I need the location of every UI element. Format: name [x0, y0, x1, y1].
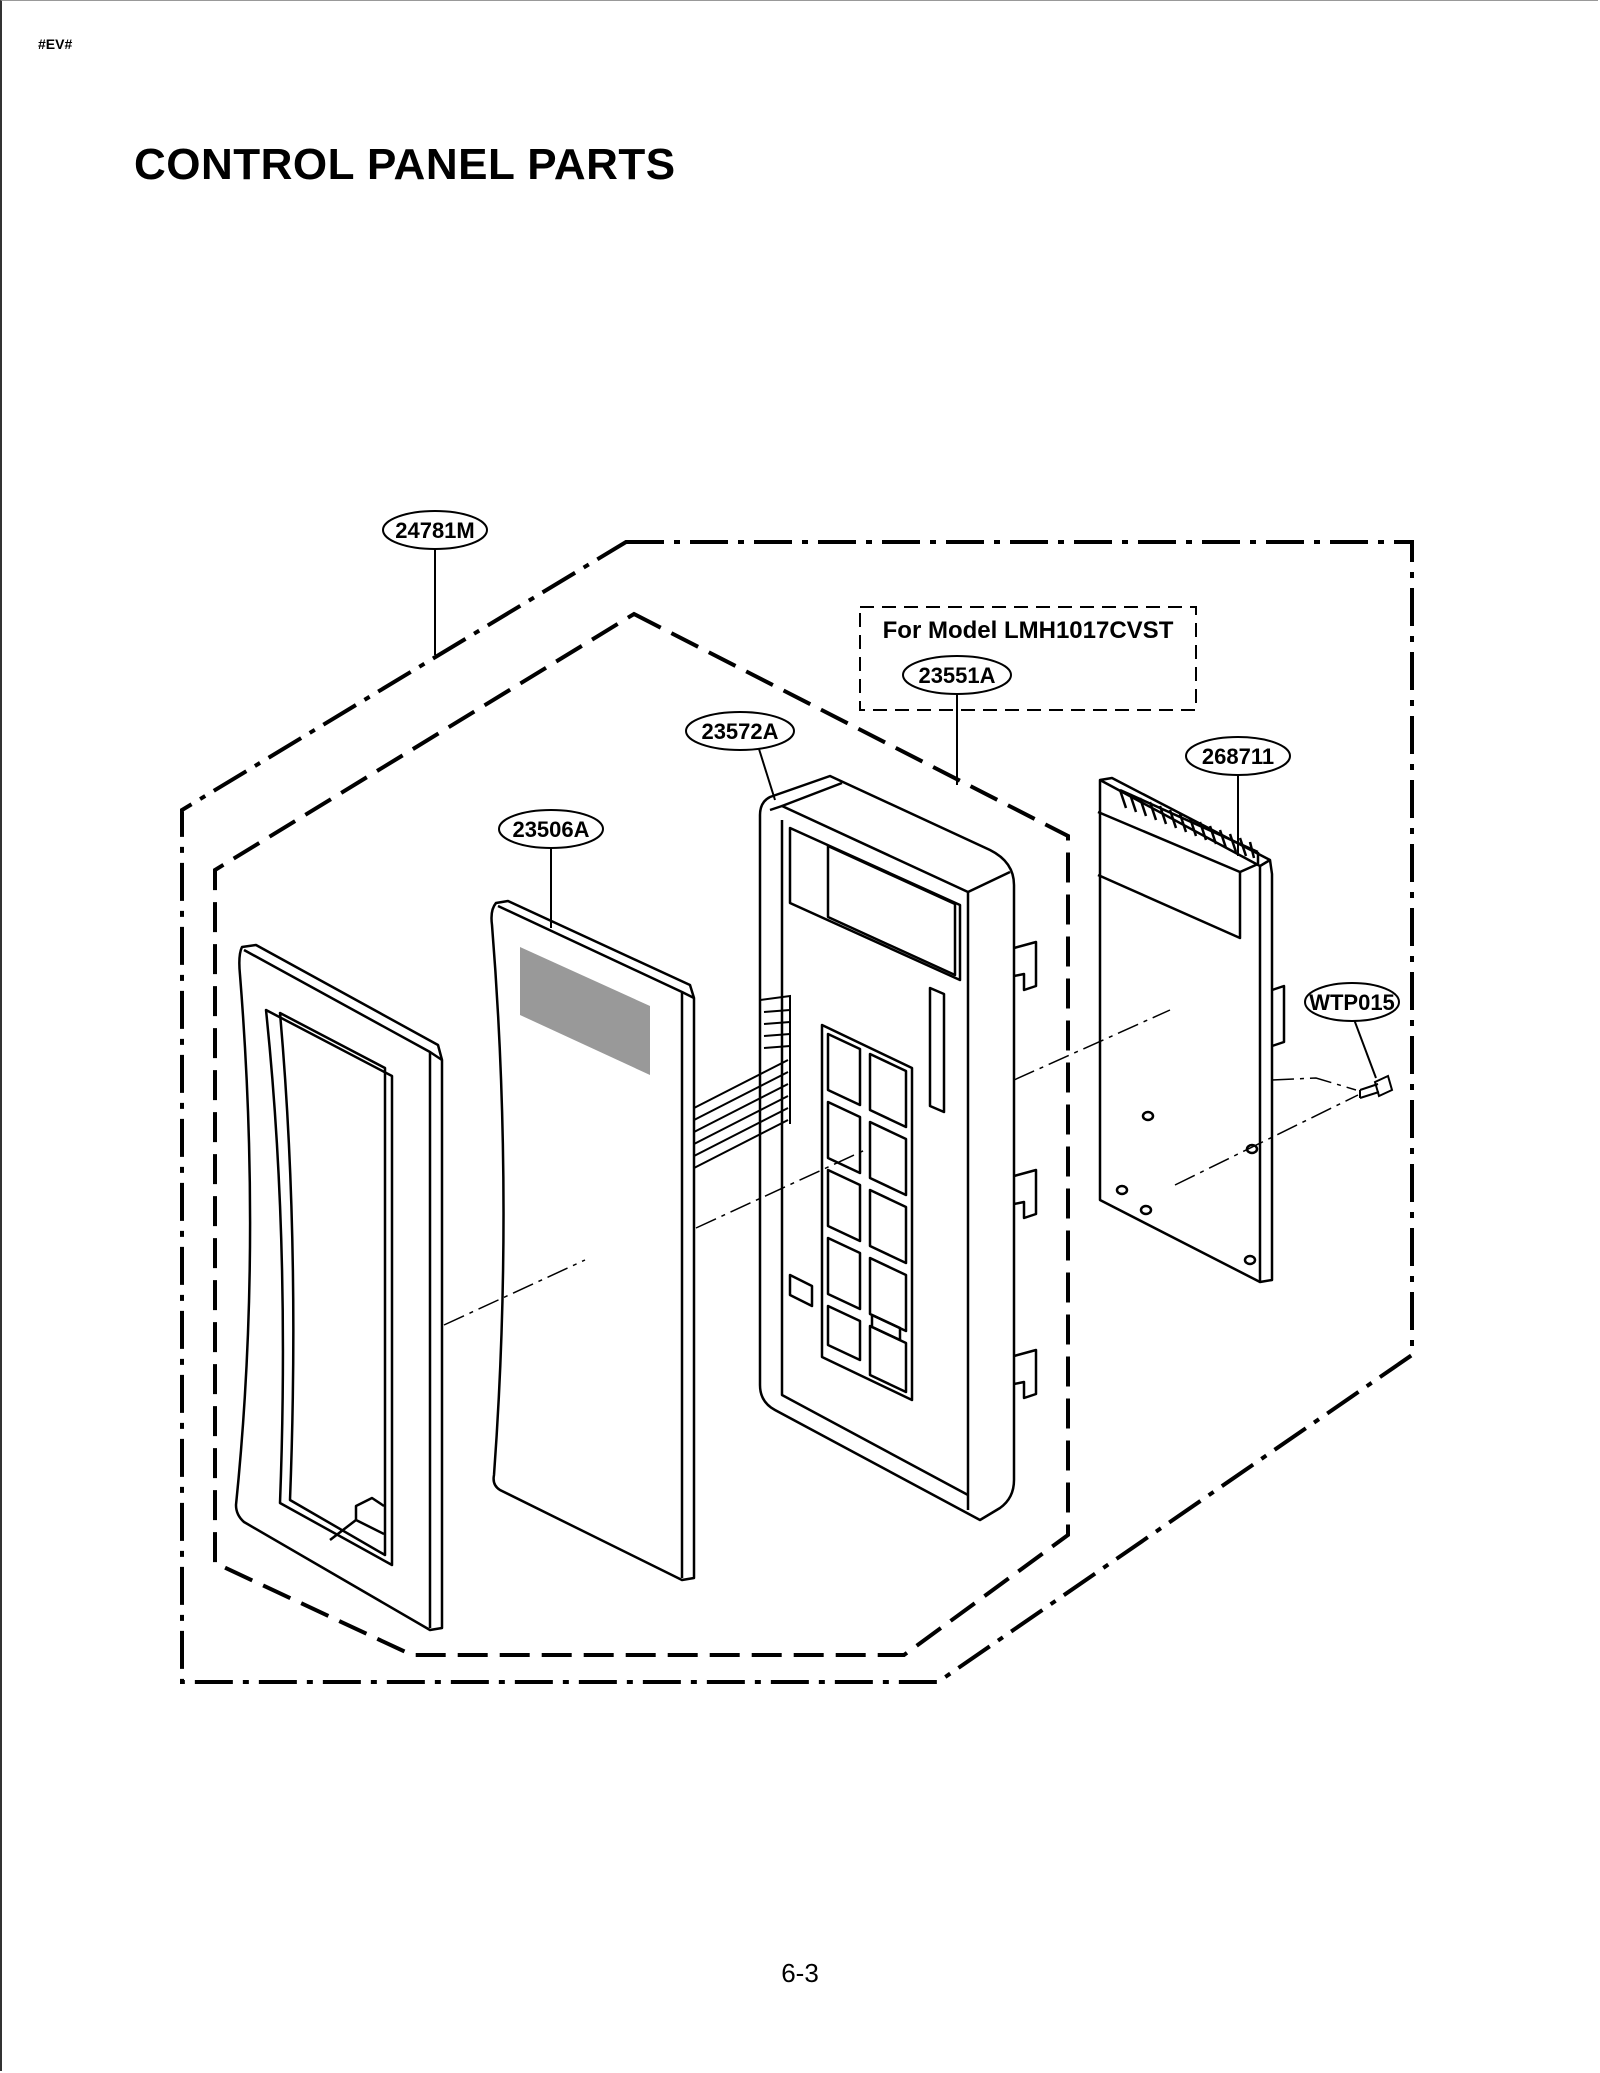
panel-frame-part: [234, 943, 444, 1632]
page-number: 6-3: [781, 1958, 819, 1988]
callout-bubble-control-panel: [685, 711, 795, 751]
callout-label-assembly: 24781M: [395, 518, 475, 543]
display-window-area: [520, 947, 650, 1075]
callout-bubble-panel-frame: [498, 809, 604, 849]
callout-label-panel-frame: 23506A: [512, 817, 589, 842]
model-note-box: [859, 606, 1197, 711]
panel-overlay-sheet: [490, 899, 696, 1582]
model-note-text: For Model LMH1017CVST: [883, 617, 1174, 644]
callout-bubble-membrane-switch: [902, 655, 1012, 695]
callout-label-control-panel: 23572A: [701, 719, 778, 744]
callout-label-pcb: 268711: [1202, 744, 1274, 769]
control-panel-housing: [758, 774, 1038, 1522]
ribbon-cable: [693, 994, 791, 1169]
alignment-lines: [443, 1009, 1359, 1326]
callout-bubble-assembly: [382, 510, 488, 550]
callout-bubble-pcb: [1185, 736, 1291, 776]
callout-label-membrane-switch: 23551A: [918, 663, 995, 688]
assembly-outer-boundary: [180, 540, 1414, 1684]
document-code: #EV#: [38, 36, 73, 52]
callout-label-screw: WTP015: [1309, 990, 1395, 1015]
leader-lines: [434, 549, 1377, 1079]
assembly-inner-boundary: [213, 611, 1070, 1657]
page-title: CONTROL PANEL PARTS: [134, 140, 676, 189]
screw-part: [1359, 1074, 1394, 1099]
callout-bubble-screw: [1304, 982, 1400, 1022]
